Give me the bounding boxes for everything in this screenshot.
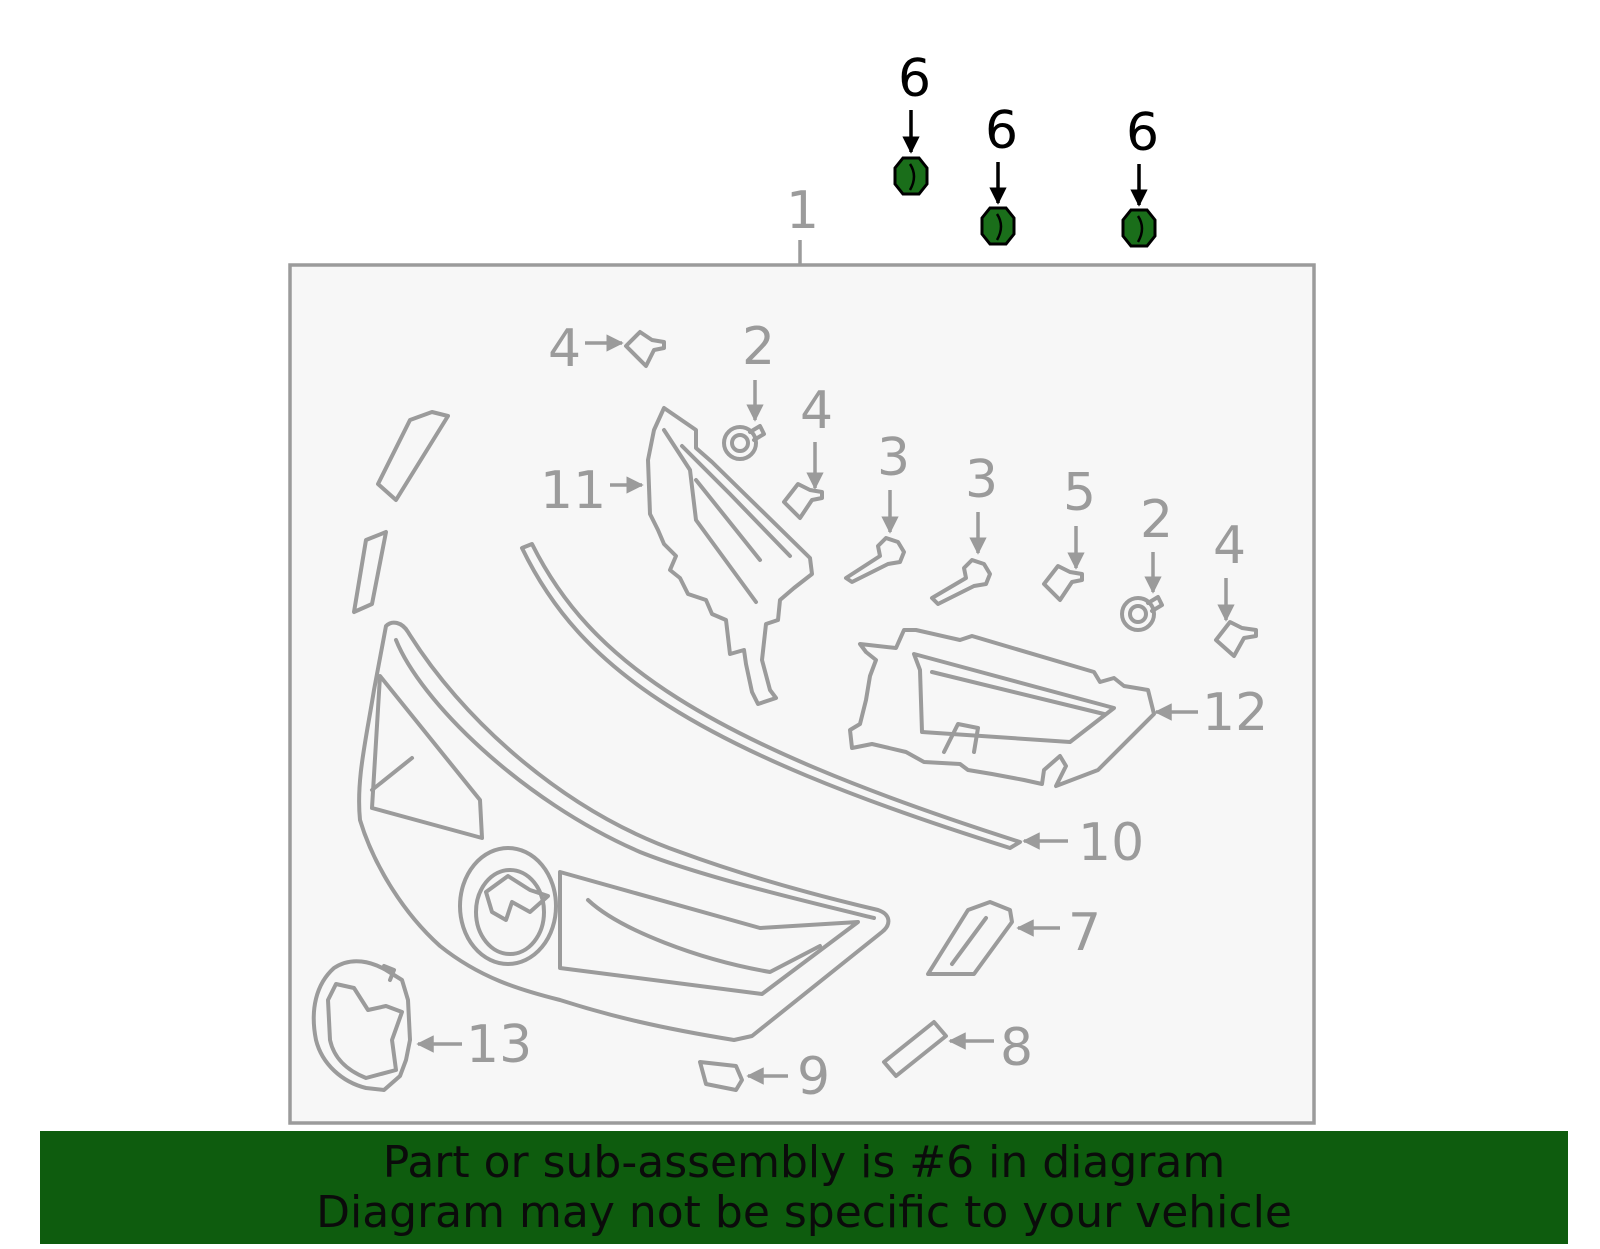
part-4-clip-b	[782, 482, 824, 520]
callout-13: 13	[466, 1015, 532, 1075]
part-6-clip-left[interactable]: 6	[893, 49, 931, 196]
part-grille-main	[357, 620, 891, 1042]
callout-10: 10	[1078, 813, 1144, 873]
callout-4-right: 4	[1213, 516, 1246, 576]
callout-9: 9	[797, 1047, 830, 1107]
assembly-frame	[288, 263, 1316, 1125]
part-7-trim	[926, 900, 1014, 976]
callout-1: 1	[786, 181, 819, 241]
info-banner: Part or sub-assembly is #6 in diagram Di…	[40, 1131, 1568, 1244]
callout-3-right: 3	[965, 450, 998, 510]
callout-4-middle: 4	[800, 381, 833, 441]
part-5-clip	[1042, 564, 1084, 602]
callout-8: 8	[1000, 1018, 1033, 1078]
callout-12: 12	[1202, 683, 1268, 743]
part-6-clip-middle[interactable]: 6	[980, 101, 1018, 246]
banner-line-disclaimer: Diagram may not be specific to your vehi…	[316, 1186, 1292, 1238]
part-11-bracket	[646, 406, 814, 706]
callout-11: 11	[540, 461, 606, 521]
callout-2-right: 2	[1140, 490, 1173, 550]
callout-5: 5	[1063, 463, 1096, 523]
part-12-bracket	[848, 628, 1156, 788]
callout-6-middle: 6	[985, 101, 1018, 161]
part-4-clip-c	[1214, 620, 1258, 658]
callout-3-left: 3	[877, 428, 910, 488]
part-2-clip-a	[722, 424, 766, 461]
part-6-clip-right[interactable]: 6	[1121, 103, 1159, 248]
part-9-cap	[698, 1060, 744, 1092]
banner-line-part: Part or sub-assembly is #6 in diagram	[382, 1136, 1226, 1188]
part-2-clip-b	[1120, 595, 1164, 632]
part-10-molding	[520, 542, 1022, 850]
callout-7: 7	[1068, 903, 1101, 963]
part-4-clip-a	[624, 330, 666, 368]
part-8-strip	[882, 1020, 948, 1078]
part-left-trim-lower	[352, 530, 388, 614]
part-3-screw-a	[844, 536, 906, 584]
part-13-emblem	[311, 959, 412, 1092]
part-3-screw-b	[930, 558, 992, 606]
callout-6-left: 6	[898, 49, 931, 109]
callout-2-upper: 2	[742, 317, 775, 377]
callout-6-right: 6	[1126, 103, 1159, 163]
part-left-trim-upper	[376, 410, 450, 502]
callout-4-upper-left: 4	[548, 319, 581, 379]
